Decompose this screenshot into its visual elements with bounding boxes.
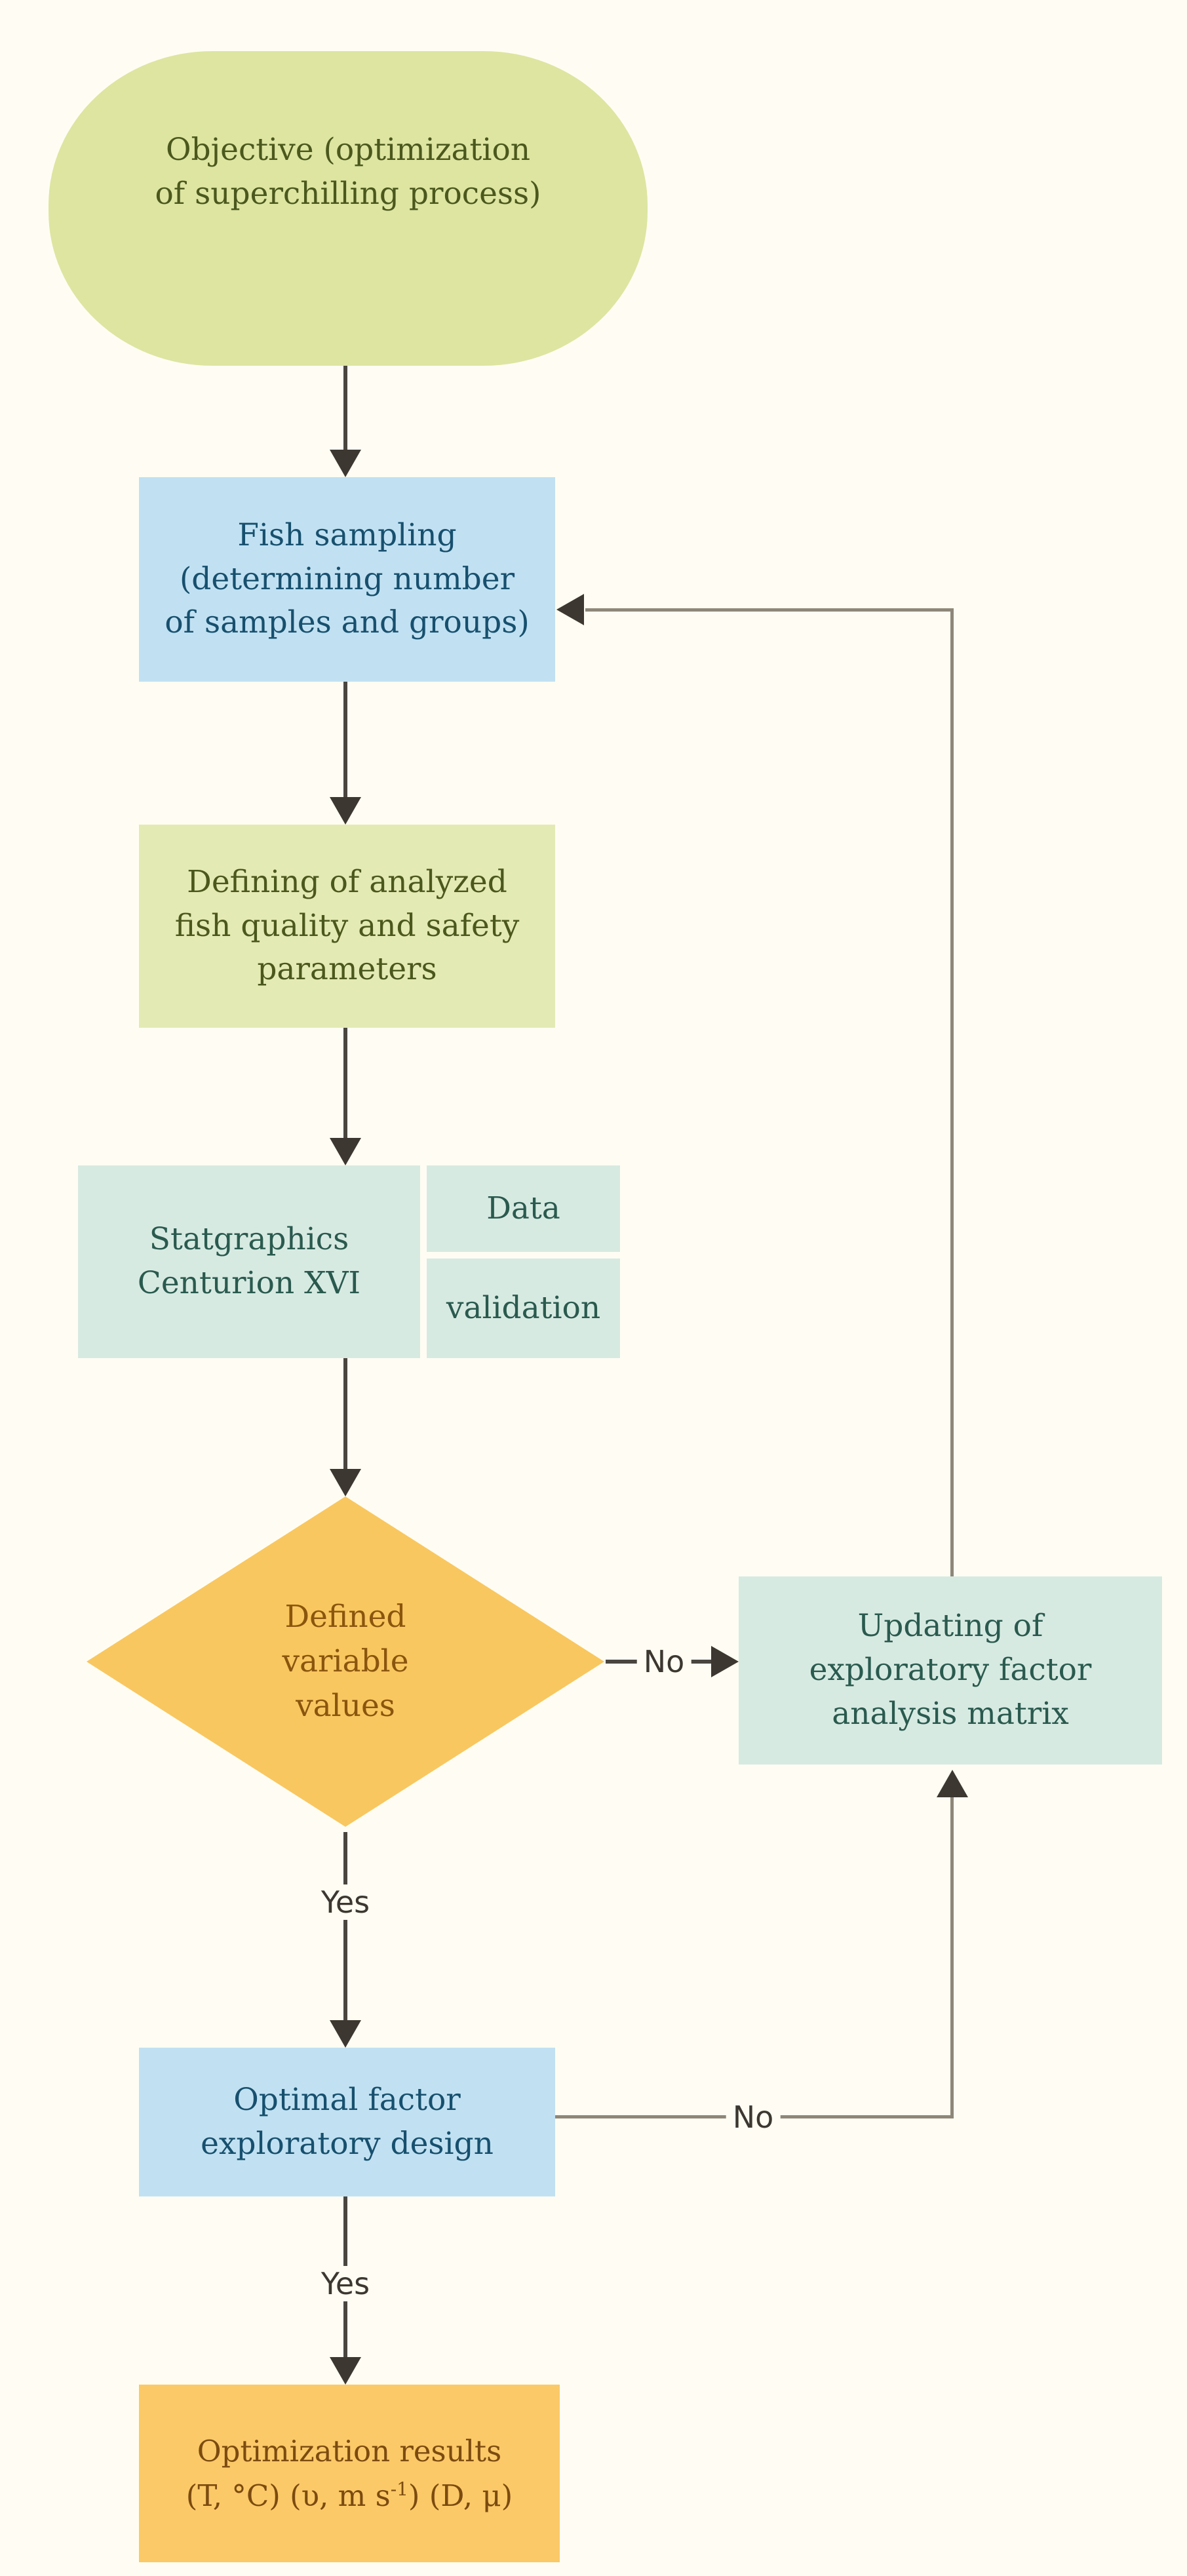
- node-results-title: Optimization results: [197, 2434, 502, 2469]
- node-fish-sampling: Fish sampling (determining number of sam…: [139, 477, 555, 682]
- node-statgraphics: Statgraphics Centurion XVI: [78, 1165, 420, 1358]
- node-optimal-design-label: Optimal factor exploratory design: [201, 2081, 494, 2162]
- node-data-cell-label: Data: [486, 1190, 560, 1226]
- arrow-optimal-no-vline: [950, 1797, 954, 2118]
- node-validation-cell: validation: [427, 1259, 620, 1358]
- loop-updating-to-fish-head: [556, 594, 584, 625]
- node-updating-matrix: Updating of exploratory factor analysis …: [739, 1576, 1162, 1765]
- arrow-defining-to-statgraphics-line: [343, 1028, 347, 1139]
- edge-label-optimal-yes: Yes: [314, 2266, 377, 2301]
- arrow-statgraphics-to-decision-line: [343, 1358, 347, 1471]
- node-objective-label: Objective (optimization of superchilling…: [155, 132, 541, 212]
- loop-updating-to-fish-hline: [585, 608, 954, 612]
- edge-label-decision-yes: Yes: [314, 1884, 377, 1920]
- node-objective: Objective (optimization of superchilling…: [49, 51, 648, 366]
- results-variables-pre: (T, °C) (υ, m s: [185, 2478, 391, 2513]
- arrow-statgraphics-to-decision-head: [330, 1469, 361, 1496]
- arrow-decision-yes-line: [343, 1832, 347, 2021]
- arrow-optimal-no-head: [937, 1770, 968, 1797]
- results-variables-post: ) (D, μ): [408, 2478, 513, 2513]
- edge-label-optimal-no: No: [726, 2099, 781, 2135]
- node-defining-label: Defining of analyzed fish quality and sa…: [174, 863, 520, 988]
- node-optimization-results: Optimization results (T, °C) (υ, m s-1) …: [139, 2385, 560, 2562]
- node-optimal-design: Optimal factor exploratory design: [139, 2048, 555, 2196]
- node-validation-cell-label: validation: [446, 1289, 601, 1326]
- arrow-fish-to-defining-head: [330, 797, 361, 825]
- arrow-decision-yes-head: [330, 2020, 361, 2048]
- arrow-fish-to-defining-line: [343, 682, 347, 798]
- node-decision-defined-variable-values: Defined variable values: [87, 1496, 604, 1827]
- node-updating-matrix-label: Updating of exploratory factor analysis …: [809, 1608, 1092, 1732]
- node-fish-sampling-label: Fish sampling (determining number of sam…: [165, 517, 530, 641]
- results-variables-sup: -1: [390, 2478, 408, 2500]
- node-data-cell: Data: [427, 1165, 620, 1252]
- edge-label-decision-no: No: [636, 1644, 691, 1679]
- node-defining: Defining of analyzed fish quality and sa…: [139, 825, 555, 1028]
- arrow-objective-to-fish-head: [330, 450, 361, 477]
- node-statgraphics-label: Statgraphics Centurion XVI: [137, 1221, 361, 1301]
- node-decision-label: Defined variable values: [282, 1598, 409, 1725]
- arrow-defining-to-statgraphics-head: [330, 1138, 361, 1165]
- arrow-decision-no-head: [711, 1646, 739, 1677]
- node-results-variables: (T, °C) (υ, m s-1) (D, μ): [186, 2474, 513, 2518]
- arrow-objective-to-fish-line: [343, 366, 347, 452]
- loop-updating-to-fish-vline: [950, 610, 954, 1576]
- arrow-optimal-yes-head: [330, 2357, 361, 2385]
